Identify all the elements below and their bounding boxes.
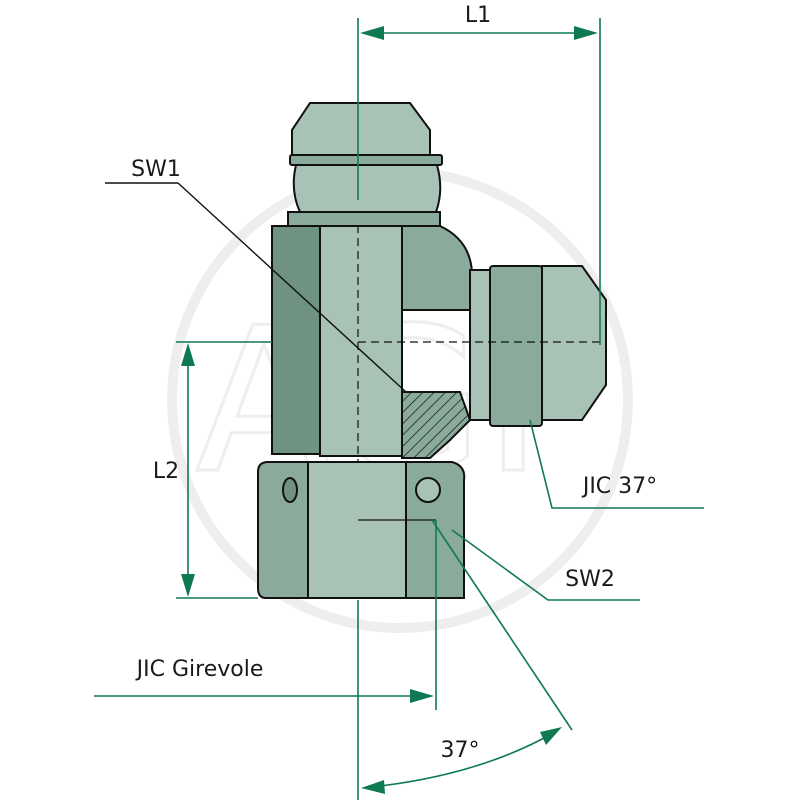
jic37-callout: JIC 37° [529,419,704,509]
angle-37-dimension: 37° [357,519,573,800]
top-jic-cone [291,102,431,156]
top-shoulder [287,211,441,227]
section-hatch-upper [401,391,472,459]
fitting-body [257,102,607,600]
body-left-flat [271,225,321,455]
label-sw2: SW2 [565,567,615,592]
sw2-callout: SW2 [451,529,640,601]
right-collar [489,265,543,427]
right-jic-cone [541,265,607,421]
top-thread-collar [289,154,443,166]
dimension-l1: L1 [357,3,601,345]
label-l2: L2 [153,459,179,484]
label-angle-37: 37° [441,738,480,763]
jic-girevole-callout: JIC Girevole [94,520,437,710]
label-jic-girevole: JIC Girevole [135,657,264,682]
swivel-nut-left [257,461,309,599]
sw1-callout: SW1 [105,157,407,393]
dimension-l2: L2 [153,341,272,599]
seal-ball [415,477,441,503]
top-neck [292,164,442,213]
body-center [319,225,403,457]
swivel-nut-center [307,461,407,599]
label-sw1: SW1 [131,157,181,182]
label-jic37: JIC 37° [581,474,657,499]
body-right-boss [401,225,473,311]
label-l1: L1 [465,3,491,28]
nut-hole [282,477,298,503]
